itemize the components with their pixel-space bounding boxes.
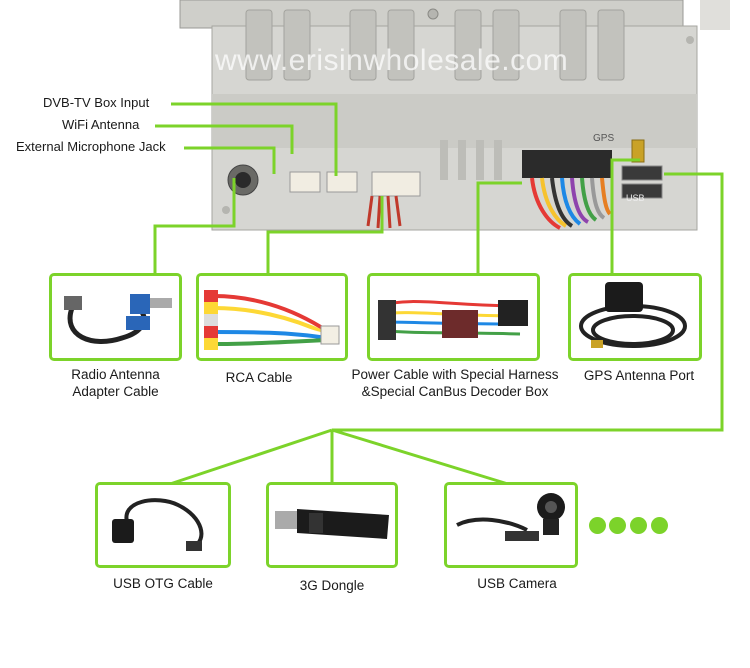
card-power-harness [367, 273, 540, 361]
caption-usb-otg-cable: USB OTG Cable [113, 576, 213, 591]
caption-gps-antenna-port: GPS Antenna Port [583, 368, 695, 383]
chassis [179, 0, 730, 231]
rca-cable-icon [204, 290, 340, 350]
card-3g-dongle [266, 482, 398, 568]
caption-radio-antenna-adapter: Radio Antenna Adapter Cable [71, 367, 160, 399]
more-indicator-dot [651, 517, 668, 534]
card-rca-cable [196, 273, 348, 361]
card-gps-antenna [568, 273, 702, 361]
power-harness-icon [378, 300, 528, 344]
usb-otg-icon [112, 498, 204, 551]
caption-usb-camera: USB Camera [477, 576, 557, 591]
gps-antenna-icon [579, 282, 687, 348]
more-indicator-dot [630, 517, 647, 534]
gps-port-label: GPS [593, 133, 615, 144]
callout-external-microphone-jack: External Microphone Jack [16, 139, 166, 154]
usb-camera-icon [456, 493, 565, 541]
watermark-text: www.erisinwholesale.com [215, 44, 569, 77]
antenna-cable-icon [64, 294, 172, 344]
callout-wifi-antenna: WiFi Antenna [62, 117, 140, 132]
caption-power-harness: Power Cable with Special Harness &Specia… [351, 367, 559, 399]
usb-port-label: USB [626, 193, 645, 203]
callout-dvb-tv-box-input: DVB-TV Box Input [43, 95, 150, 110]
more-indicator-dot [609, 517, 626, 534]
caption-3g-dongle: 3G Dongle [299, 578, 365, 593]
card-usb-otg-cable [95, 482, 231, 568]
connector-lines [153, 102, 724, 486]
card-usb-camera [444, 482, 578, 568]
dongle-icon [275, 509, 389, 539]
caption-rca-cable: RCA Cable [225, 370, 293, 385]
card-radio-antenna-adapter [49, 273, 182, 361]
more-indicator-dot [589, 517, 606, 534]
